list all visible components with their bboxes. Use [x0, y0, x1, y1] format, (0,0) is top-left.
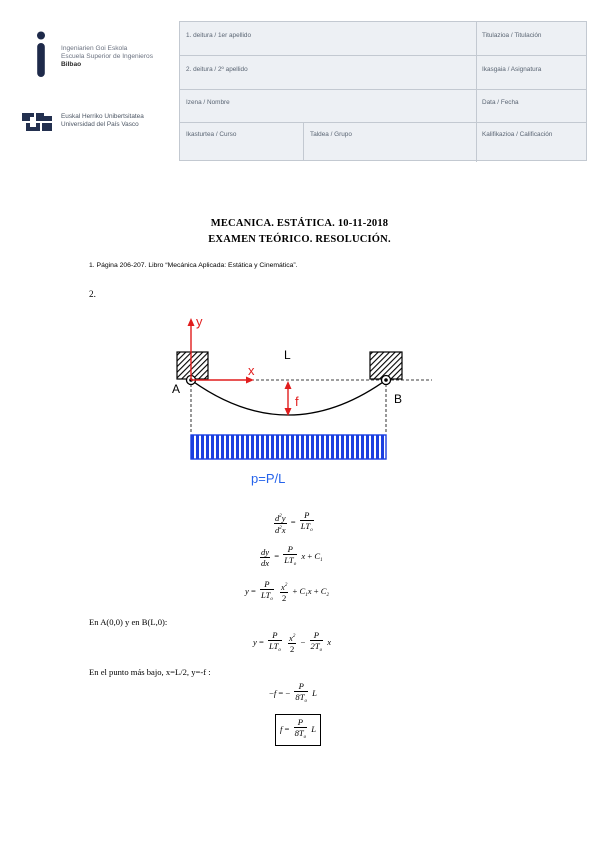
university-name: Euskal Herriko Unibertsitatea Universida… [61, 113, 144, 128]
cable-diagram: y x f L A B p=P/L [172, 314, 432, 486]
label-f: f [295, 394, 299, 409]
degree-field[interactable]: Titulazioa / Titulación [482, 32, 542, 39]
item-2-number: 2. [89, 289, 96, 299]
exam-title: MECANICA. ESTÁTICA. 10-11-2018 [210, 218, 389, 229]
support-b [369, 351, 403, 380]
date-field[interactable]: Data / Fecha [482, 99, 519, 106]
student-info-form: 1. deitura / 1er apellido Titulazioa / T… [179, 21, 587, 162]
lowest-point-text: En el punto más bajo, x=L/2, y=-f : [89, 667, 211, 677]
label-a: A [172, 382, 180, 396]
group-field[interactable]: Taldea / Grupo [310, 131, 352, 138]
university-logo-icon [22, 113, 52, 131]
subject-field[interactable]: Ikasgaia / Asignatura [482, 66, 542, 73]
grade-field[interactable]: Kalifikazioa / Calificación [482, 131, 553, 138]
label-y: y [196, 314, 203, 329]
distributed-load [190, 434, 387, 460]
boundary-conditions-text: En A(0,0) y en B(L,0): [89, 617, 168, 627]
label-l: L [284, 348, 291, 362]
school-name: Ingeniarien Goi Eskola Escuela Superior … [61, 45, 154, 68]
exam-subtitle: EXAMEN TEÓRICO. RESOLUCIÓN. [208, 234, 391, 245]
label-x: x [248, 363, 255, 378]
support-a [176, 351, 209, 380]
surname2-field[interactable]: 2. deitura / 2º apellido [186, 66, 248, 73]
school-logo-icon [37, 31, 45, 77]
name-field[interactable]: Izena / Nombre [186, 99, 230, 106]
course-field[interactable]: Ikasturtea / Curso [186, 131, 237, 138]
load-label: p=P/L [251, 471, 285, 486]
surname1-field[interactable]: 1. deitura / 1er apellido [186, 32, 252, 39]
label-b: B [394, 392, 402, 406]
item-1-text: 1. Página 206-207. Libro “Mecánica Aplic… [89, 262, 298, 269]
